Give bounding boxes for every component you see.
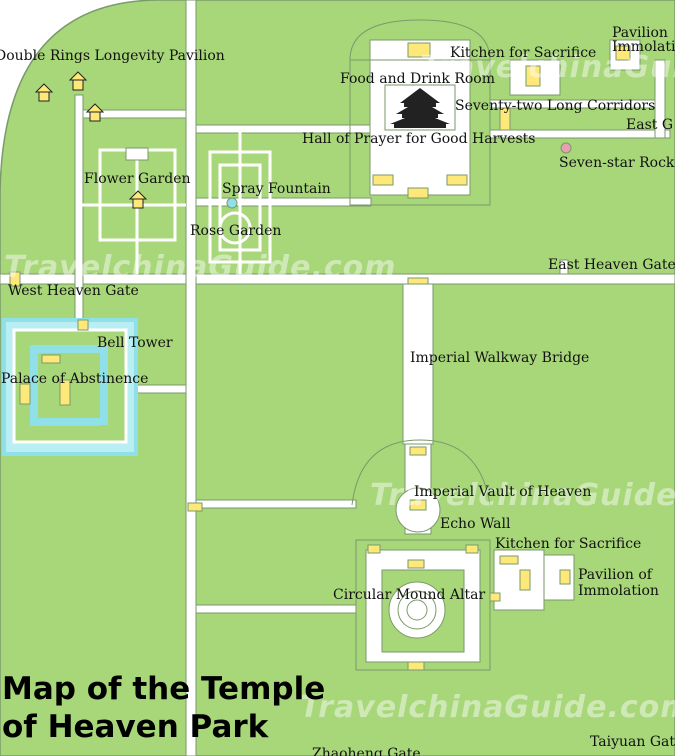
hall-compound (349, 39, 491, 206)
gate-markers (9, 271, 429, 512)
palace-of-abstinence (2, 318, 138, 456)
label-imperial-walkway-bridge: Imperial Walkway Bridge (410, 350, 590, 366)
label-rose-garden: Rose Garden (190, 223, 282, 239)
label-food-drink-room: Food and Drink Room (340, 71, 496, 87)
label-taiyuan-gate: Taiyuan Gat (590, 734, 675, 750)
watermark: TravelchinaGuide.com (300, 690, 675, 725)
kitchen-bottom-compound (489, 549, 575, 611)
hall-of-prayer-icon (390, 88, 450, 128)
label-pavilion-top: Pavilion (612, 25, 668, 41)
long-corridor (489, 59, 671, 139)
label-echo-wall: Echo Wall (440, 516, 511, 532)
seven-star-rock-marker (560, 142, 572, 154)
vault-arc-road (351, 439, 491, 506)
watermark: TravelchinaGuide.com (420, 50, 675, 85)
flower-garden-square (125, 147, 149, 161)
label-west-heaven-gate: West Heaven Gate (8, 283, 139, 299)
label-seventy-two-corridors: Seventy-two Long Corridors (455, 98, 656, 114)
spray-fountain-marker (226, 197, 238, 209)
label-pavilion-of: Pavilion of (578, 567, 652, 583)
label-flower-garden: Flower Garden (84, 171, 191, 187)
label-palace-of-abstinence: Palace of Abstinence (1, 371, 149, 387)
label-imperial-vault: Imperial Vault of Heaven (414, 484, 592, 500)
label-east-heaven-gate: East Heaven Gate (548, 257, 675, 273)
label-zhaoheng-gate: Zhaoheng Gate (312, 746, 421, 756)
imperial-vault (395, 443, 441, 535)
label-seven-star-rock: Seven-star Rock (559, 155, 675, 171)
label-east-gate-top: East G (626, 117, 674, 133)
label-immolation: Immolation (578, 583, 659, 599)
label-hall-of-prayer: Hall of Prayer for Good Harvests (302, 131, 536, 147)
label-bell-tower: Bell Tower (97, 335, 173, 351)
north-loop-road (349, 19, 491, 61)
label-kitchen-top: Kitchen for Sacrifice (450, 45, 597, 61)
rose-garden-circle (218, 211, 252, 245)
label-kitchen-bottom: Kitchen for Sacrifice (495, 536, 642, 552)
watermark: TravelchinaGuide.com (4, 250, 397, 285)
map-title-line1: Map of the Temple (2, 671, 326, 707)
label-double-rings-pavilion: Double Rings Longevity Pavilion (0, 48, 225, 64)
label-immolation-top: Immolati (612, 39, 675, 55)
kitchen-top-compound (499, 39, 641, 131)
pavilion-icons (34, 71, 148, 209)
label-circular-mound-altar: Circular Mound Altar (333, 587, 486, 603)
label-spray-fountain: Spray Fountain (222, 181, 331, 197)
circular-mound-compound (355, 539, 491, 671)
watermark: TravelchinaGuide.com (370, 478, 675, 513)
map-title-line2: of Heaven Park (2, 709, 269, 745)
